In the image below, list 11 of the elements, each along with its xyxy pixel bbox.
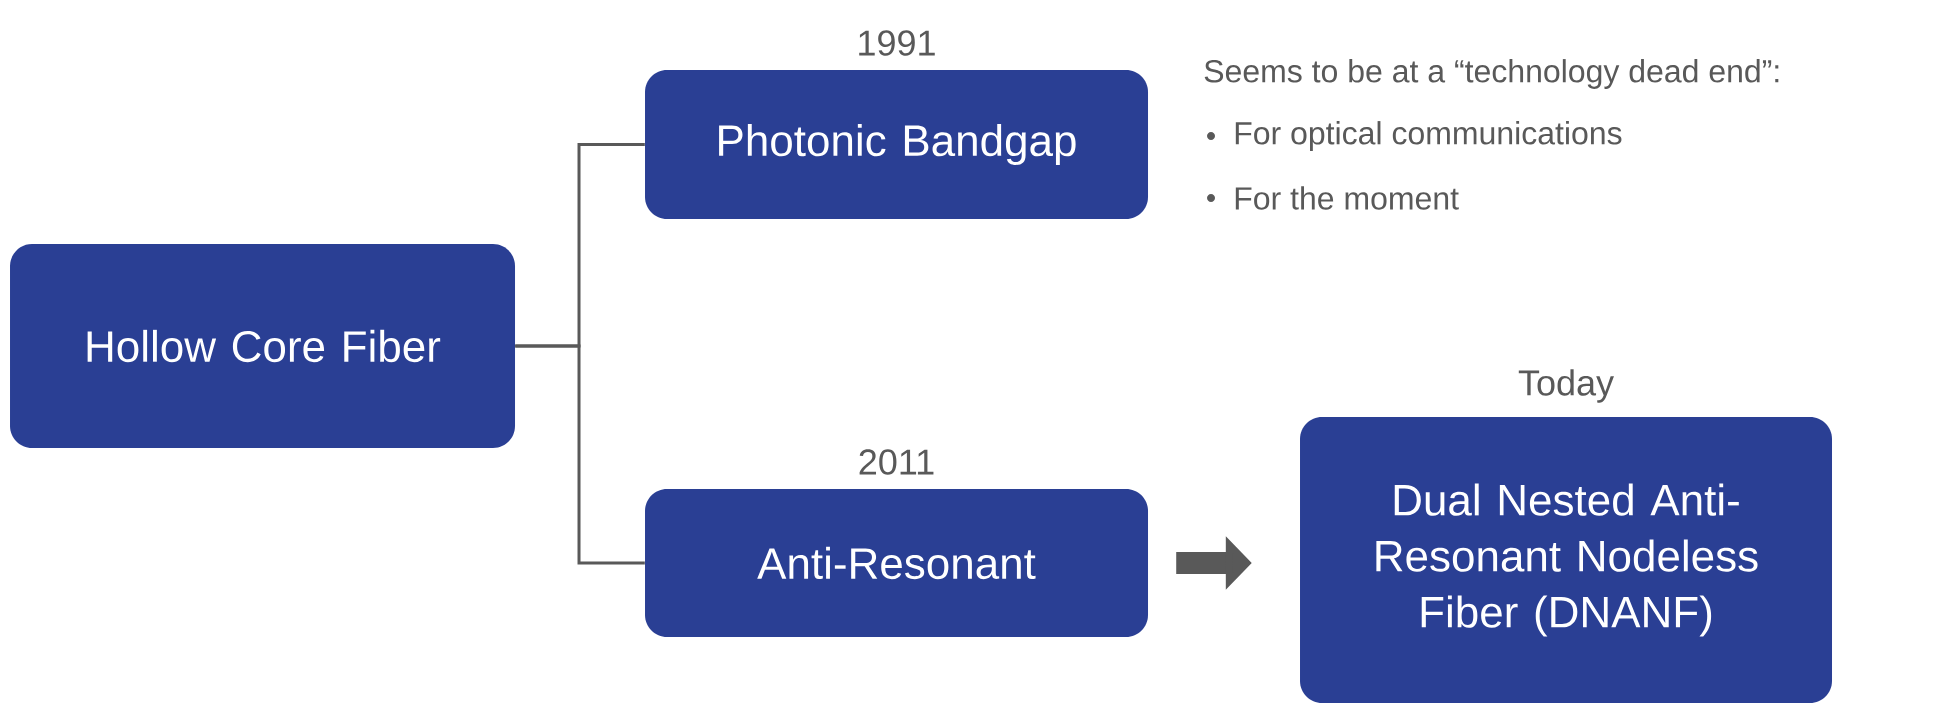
- year-label: Today: [1518, 369, 1614, 403]
- note-text: Seems to be at a “technology dead end”:: [1204, 59, 1779, 89]
- year-label: 2011: [859, 449, 934, 475]
- process-box: Dual Nested Anti-Resonant Nodeless Fiber (DNANF): [1300, 417, 1832, 703]
- process-box: Anti-Resonant: [645, 489, 1148, 637]
- year-label: 1991: [859, 30, 935, 56]
- process-box: Photonic Bandgap: [645, 70, 1148, 219]
- process-box: Hollow Core Fiber: [10, 244, 515, 448]
- bullet-item: For optical communications: [1207, 121, 1622, 151]
- connector-line: [515, 344, 645, 565]
- bullet-item: For the moment: [1207, 186, 1459, 210]
